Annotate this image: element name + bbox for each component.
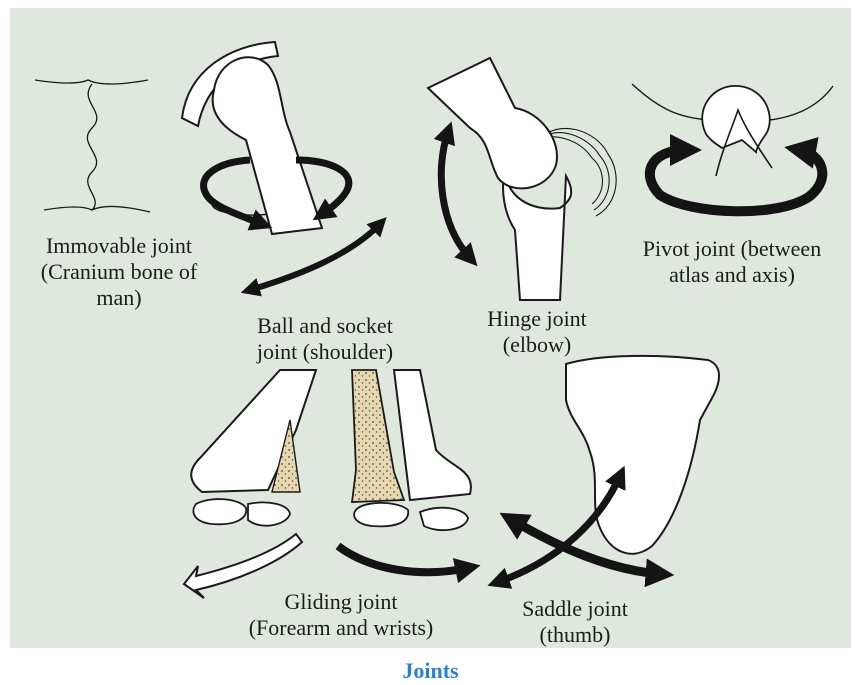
- hinge-joint-label: Hinge joint (elbow): [452, 306, 622, 358]
- gliding-label-line-1: Gliding joint: [226, 589, 456, 615]
- ball-socket-joint-label: Ball and socket joint (shoulder): [220, 313, 430, 365]
- immovable-label-line-1: Immovable joint: [8, 233, 230, 259]
- saddle-joint-drawing: [498, 356, 719, 582]
- saddle-joint-label: Saddle joint (thumb): [500, 596, 650, 648]
- immovable-label-line-2: (Cranium bone of: [8, 259, 230, 285]
- ball-label-line-1: Ball and socket: [220, 313, 430, 339]
- pivot-joint-label: Pivot joint (between atlas and axis): [612, 236, 852, 288]
- pivot-joint-drawing: [632, 84, 833, 211]
- immovable-label-line-3: man): [8, 285, 230, 311]
- saddle-label-line-2: (thumb): [500, 622, 650, 648]
- gliding-joint-drawing: [184, 370, 471, 598]
- immovable-joint-label: Immovable joint (Cranium bone of man): [8, 233, 230, 311]
- hinge-joint-drawing: [428, 58, 616, 300]
- figure-caption: Joints: [0, 658, 861, 684]
- hinge-label-line-1: Hinge joint: [452, 306, 622, 332]
- pivot-label-line-1: Pivot joint (between: [612, 236, 852, 262]
- gliding-joint-label: Gliding joint (Forearm and wrists): [226, 589, 456, 641]
- gliding-label-line-2: (Forearm and wrists): [226, 615, 456, 641]
- immovable-joint-drawing: [35, 80, 150, 212]
- ball-label-line-2: joint (shoulder): [220, 339, 430, 365]
- hinge-label-line-2: (elbow): [452, 332, 622, 358]
- pivot-label-line-2: atlas and axis): [612, 262, 852, 288]
- saddle-label-line-1: Saddle joint: [500, 596, 650, 622]
